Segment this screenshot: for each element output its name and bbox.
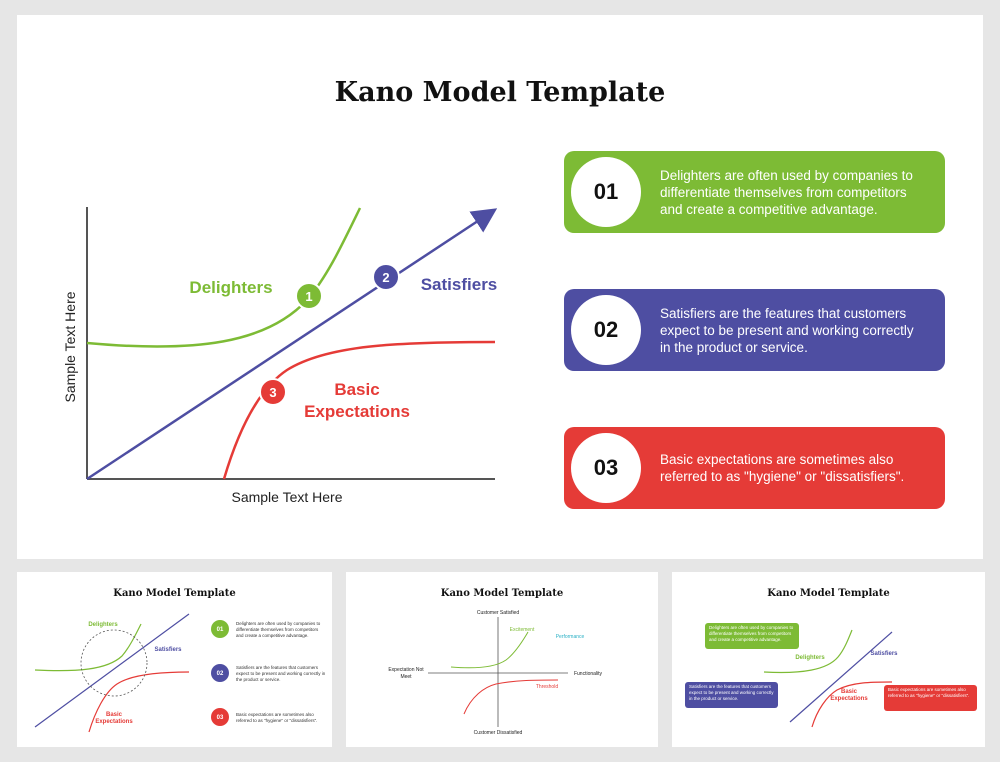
x-axis-label: Sample Text Here	[231, 489, 342, 505]
card-text: Basic expectations are sometimes also re…	[660, 452, 905, 484]
delighters-marker-num: 1	[305, 289, 312, 304]
basic-expectations-curve	[811, 681, 893, 728]
mini-text: Delighters are often used by companies t…	[236, 621, 321, 638]
delighters-curve	[34, 623, 142, 672]
card-delighters: 01 Delighters are often used by companie…	[564, 151, 945, 233]
card-satisfiers: 02 Satisfiers are the features that cust…	[564, 289, 945, 371]
basic-label-line1: Basic	[334, 380, 379, 399]
right-label: Functionality	[574, 671, 603, 677]
basic-expectations-marker	[259, 378, 287, 406]
basic-label-line1: Basic	[841, 689, 858, 695]
thumbnail-slide-3[interactable]: Kano Model Template Delighters Satisfier…	[672, 572, 985, 747]
mini-number: 02	[217, 671, 224, 677]
mini-text: Basic expectations are sometimes also re…	[236, 712, 318, 723]
basic-expectations-marker-num: 3	[269, 385, 276, 400]
threshold-label: Threshold	[536, 684, 558, 690]
mini-card-delighters: Delighters are often used by companies t…	[705, 623, 799, 649]
mini-number: 03	[217, 715, 224, 721]
main-slide: Kano Model Template 1 2 3 Delighters Sat…	[17, 15, 983, 559]
delighters-label: Delighters	[189, 278, 272, 297]
excitement-curve	[450, 631, 529, 669]
delighters-label: Delighters	[795, 655, 825, 661]
card-basic-expectations: 03 Basic expectations are sometimes also…	[564, 427, 945, 509]
mini-card-basic: Basic expectations are sometimes also re…	[884, 685, 977, 711]
kano-diagram: 1 2 3 Delighters Satisfiers Basic Expect…	[62, 207, 498, 505]
delighters-marker	[295, 282, 323, 310]
thumbnail-diagram: Delighters Satisfiers Basic Expectations	[763, 629, 898, 728]
delighters-curve	[86, 207, 362, 348]
card-number: 02	[571, 295, 641, 365]
basic-label-line2: Expectations	[830, 696, 868, 702]
thumbnail-title: Kano Model Template	[767, 588, 890, 599]
satisfiers-curve	[86, 208, 498, 481]
satisfiers-marker-num: 2	[382, 270, 389, 285]
top-label: Customer Satisfied	[477, 610, 519, 616]
thumbnail-slide-2[interactable]: Kano Model Template Customer Satisfied C…	[346, 572, 658, 747]
satisfiers-curve	[34, 613, 190, 728]
focus-circle	[80, 629, 148, 697]
slide-title: Kano Model Template	[334, 77, 666, 108]
card-number: 01	[571, 157, 641, 227]
basic-label-line2: Expectations	[304, 402, 410, 421]
satisfiers-curve	[789, 631, 893, 723]
delighters-label: Delighters	[88, 622, 118, 628]
bottom-label: Customer Dissatisfied	[474, 730, 523, 736]
left-label-line2: Meet	[400, 674, 412, 680]
basic-label-line2: Expectations	[95, 719, 133, 725]
card-text: Satisfiers are the features that custome…	[660, 305, 914, 355]
thumbnail-diagram: Customer Satisfied Customer Dissatisfied…	[388, 610, 603, 736]
basic-label-line1: Basic	[106, 712, 123, 718]
card-text: Delighters are often used by companies t…	[660, 167, 913, 217]
left-label-line1: Expectation Not	[388, 667, 424, 673]
basic-expectations-curve	[88, 671, 190, 733]
satisfiers-marker	[372, 263, 400, 291]
basic-expectations-curve	[222, 340, 496, 480]
thumbnail-slide-1[interactable]: Kano Model Template Delighters Satisfier…	[17, 572, 332, 747]
thumbnail-title: Kano Model Template	[113, 588, 236, 599]
satisfiers-label: Satisfiers	[870, 651, 898, 657]
mini-text: Satisfiers are the features that custome…	[236, 665, 326, 682]
mini-card-satisfiers: Satisfiers are the features that custome…	[685, 682, 778, 708]
thumbnail-diagram: Delighters Satisfiers Basic Expectations…	[34, 613, 229, 733]
performance-label: Performance	[556, 634, 585, 640]
mini-number-circle	[211, 664, 229, 682]
satisfiers-label: Satisfiers	[421, 275, 498, 294]
excitement-label: Excitement	[510, 627, 535, 633]
y-axis-label: Sample Text Here	[62, 291, 78, 402]
threshold-curve	[463, 679, 559, 715]
satisfiers-label: Satisfiers	[154, 647, 182, 653]
mini-number: 01	[217, 627, 224, 633]
mini-number-circle	[211, 620, 229, 638]
card-number: 03	[571, 433, 641, 503]
thumbnail-title: Kano Model Template	[440, 588, 564, 599]
mini-number-circle	[211, 708, 229, 726]
delighters-curve	[763, 629, 853, 674]
